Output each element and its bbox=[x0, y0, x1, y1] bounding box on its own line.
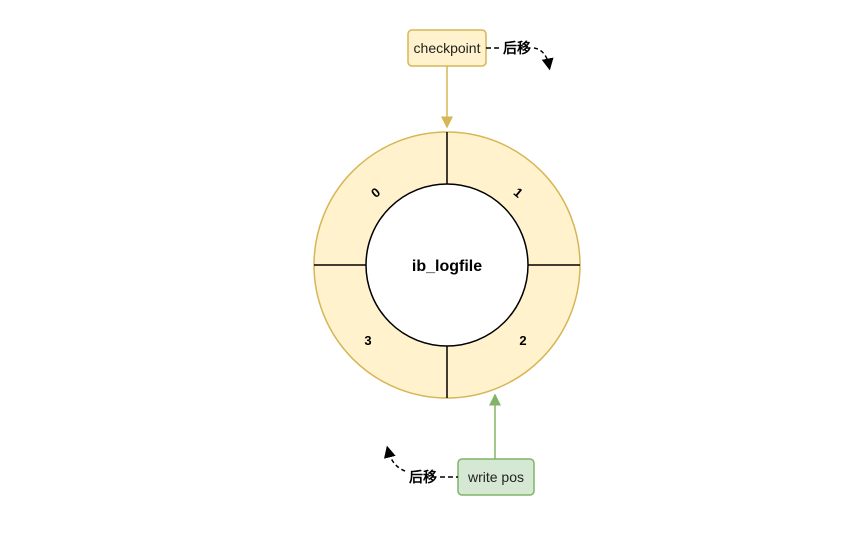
segment-label-3: 3 bbox=[364, 333, 371, 348]
checkpoint-label: checkpoint bbox=[414, 40, 481, 56]
center-label: ib_logfile bbox=[412, 258, 482, 275]
write-pos-move-arrow bbox=[384, 445, 406, 472]
checkpoint-move-label: 后移 bbox=[503, 40, 531, 57]
write-pos-move-label: 后移 bbox=[409, 469, 437, 486]
checkpoint-move-arrow bbox=[533, 47, 554, 71]
write-pos-label: write pos bbox=[467, 469, 524, 485]
segment-label-2: 2 bbox=[519, 333, 526, 348]
